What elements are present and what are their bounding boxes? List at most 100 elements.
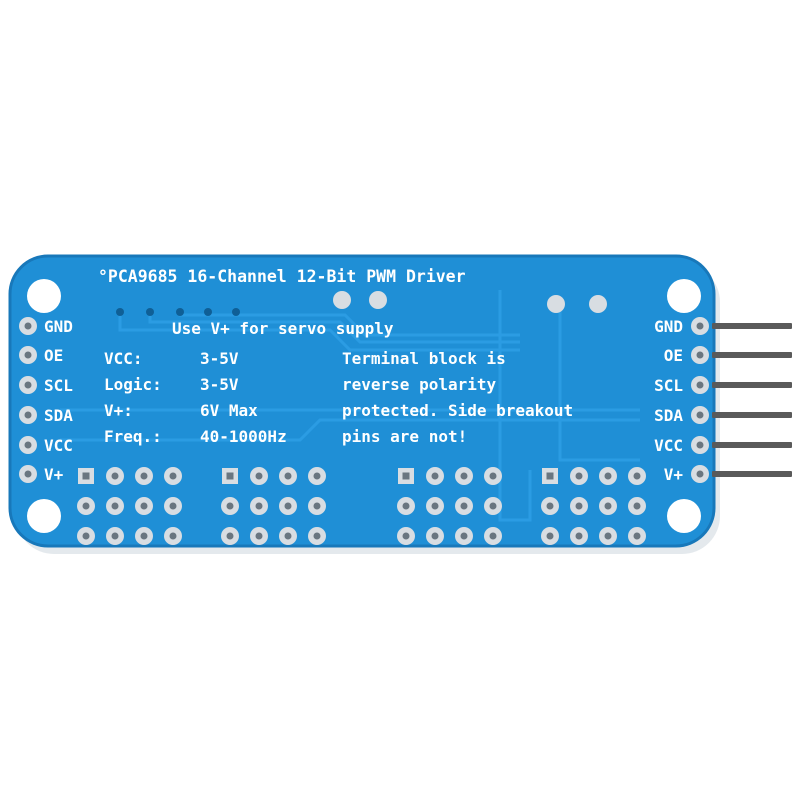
pad-hole <box>489 472 497 480</box>
note-line: Terminal block is <box>342 349 506 368</box>
via <box>146 308 154 316</box>
header-pin <box>712 442 792 448</box>
pad-hole <box>402 502 410 510</box>
servo-supply-note: Use V+ for servo supply <box>172 319 394 338</box>
specs-block: VCC: 3-5V Logic: 3-5V V+: 6V Max Freq.: … <box>104 349 287 446</box>
via-pad <box>589 295 607 313</box>
spec-label: Freq.: <box>104 427 162 446</box>
pad-hole <box>82 532 90 540</box>
pin-hole <box>696 322 704 330</box>
spec-label: Logic: <box>104 375 162 394</box>
pad-hole <box>489 532 497 540</box>
pad-hole <box>489 502 497 510</box>
pad-hole <box>633 532 641 540</box>
pad-hole <box>575 472 583 480</box>
right-pin-label: SCL <box>654 376 683 395</box>
via-pad <box>369 291 387 309</box>
note-line: reverse polarity <box>342 375 496 394</box>
pad-hole <box>604 532 612 540</box>
pad-hole <box>111 532 119 540</box>
via <box>204 308 212 316</box>
header-pin <box>712 382 792 388</box>
pad-hole <box>255 532 263 540</box>
pad-hole <box>460 532 468 540</box>
pin-hole <box>24 351 32 359</box>
pad-hole <box>402 472 410 480</box>
pad-hole <box>460 502 468 510</box>
left-pin-label: SCL <box>44 376 73 395</box>
pad-hole <box>546 532 554 540</box>
spec-value: 6V Max <box>200 401 258 420</box>
right-pin-label: OE <box>664 346 683 365</box>
pad-hole <box>460 472 468 480</box>
pad-hole <box>633 472 641 480</box>
mounting-hole <box>667 499 701 533</box>
pin-hole <box>24 470 32 478</box>
pin-hole <box>24 411 32 419</box>
pad-hole <box>226 502 234 510</box>
right-pin-label: V+ <box>664 465 684 484</box>
pad-hole <box>575 532 583 540</box>
header-pin <box>712 323 792 329</box>
via-pad <box>547 295 565 313</box>
pad-hole <box>226 472 234 480</box>
pad-hole <box>226 532 234 540</box>
left-pin-label: VCC <box>44 436 73 455</box>
pad-hole <box>140 532 148 540</box>
pad-hole <box>111 472 119 480</box>
spec-label: VCC: <box>104 349 143 368</box>
polarity-note: Terminal block is reverse polarity prote… <box>342 349 573 446</box>
pad-hole <box>169 532 177 540</box>
pin-hole <box>696 351 704 359</box>
pad-hole <box>633 502 641 510</box>
header-pin <box>712 471 792 477</box>
note-line: pins are not! <box>342 427 467 446</box>
mounting-holes <box>27 279 701 533</box>
pad-hole <box>431 532 439 540</box>
pad-hole <box>284 502 292 510</box>
servo-header-pads <box>77 467 646 545</box>
header-pin <box>712 352 792 358</box>
pin-hole <box>24 441 32 449</box>
pad-hole <box>313 472 321 480</box>
pad-hole <box>140 472 148 480</box>
pad-hole <box>313 532 321 540</box>
pad-hole <box>604 502 612 510</box>
via <box>116 308 124 316</box>
vias <box>116 291 607 316</box>
board-title: °PCA9685 16-Channel 12-Bit PWM Driver <box>98 267 466 286</box>
pin-hole <box>696 441 704 449</box>
pad-hole <box>284 472 292 480</box>
pin-hole <box>24 381 32 389</box>
pad-hole <box>140 502 148 510</box>
via <box>232 308 240 316</box>
via-pad <box>333 291 351 309</box>
pin-hole <box>696 411 704 419</box>
pad-hole <box>546 502 554 510</box>
spec-label: V+: <box>104 401 133 420</box>
mounting-hole <box>27 499 61 533</box>
header-pin <box>712 412 792 418</box>
right-pin-label: GND <box>654 317 683 336</box>
note-line: protected. Side breakout <box>342 401 573 420</box>
pad-hole <box>169 472 177 480</box>
pin-hole <box>696 381 704 389</box>
mounting-hole <box>667 279 701 313</box>
spec-value: 3-5V <box>200 349 239 368</box>
left-pin-label: OE <box>44 346 63 365</box>
spec-value: 3-5V <box>200 375 239 394</box>
left-pin-label: V+ <box>44 465 64 484</box>
pad-hole <box>169 502 177 510</box>
via <box>176 308 184 316</box>
mounting-hole <box>27 279 61 313</box>
pin-hole <box>24 322 32 330</box>
pad-hole <box>604 472 612 480</box>
pad-hole <box>255 502 263 510</box>
pad-hole <box>546 472 554 480</box>
right-pin-label: SDA <box>654 406 683 425</box>
pad-hole <box>82 472 90 480</box>
pin-hole <box>696 470 704 478</box>
pad-hole <box>255 472 263 480</box>
pad-hole <box>431 502 439 510</box>
